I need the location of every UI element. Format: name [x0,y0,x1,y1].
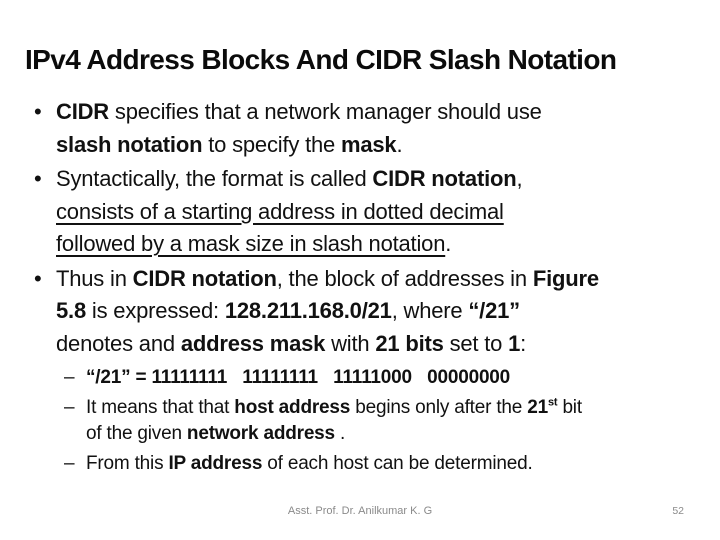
text-segment: 5.8 [56,298,86,323]
text-line: slash notation to specify the mask. [56,129,700,162]
text-segment: From this [86,453,169,474]
text-segment: CIDR notation [372,166,517,191]
text-segment: with [325,330,376,356]
text-segment: 21 bits [375,330,444,356]
text-segment: bit [557,397,582,418]
text-segment: address mask [180,330,326,356]
text-segment: . [396,131,403,157]
text-segment: set to [443,330,509,356]
text-segment: It means that that [86,397,235,418]
bullet-item: • Syntactically, the format is called CID… [30,163,700,261]
text-line: consists of a starting address in dotted… [56,196,700,229]
text-segment: begins only after the [350,397,528,418]
text-segment: st [547,396,558,409]
text-segment: . [334,423,346,444]
text-segment: CIDR [56,99,109,124]
text-segment: : [520,330,527,356]
text-segment: “/21” = 11111111 11111111 11111000 00000… [86,367,511,388]
slide-title: IPv4 Address Blocks And CIDR Slash Notat… [25,44,617,75]
text-segment: is expressed: [85,298,225,323]
text-segment: 128.211.168.0/21 [224,298,392,323]
dash-marker: – [64,367,75,388]
dash-marker: – [64,397,75,418]
text-segment: , where [391,298,469,323]
sub-bullet-item: –“/21” = 11111111 11111111 11111000 0000… [30,365,700,391]
sub-bullet-item: –It means that that host address begins … [30,395,700,447]
slide-body: • CIDR specifies that a network manager s… [30,96,700,481]
text-segment: , [516,166,523,191]
text-segment: of the given [86,423,187,444]
bullet-marker: • [34,166,42,191]
bullet-marker: • [34,99,42,124]
text-line: of the given network address . [86,421,700,447]
text-line: denotes and address mask with 21 bits se… [56,328,700,361]
text-segment: , the block of addresses in [276,265,533,291]
bullet-item: • CIDR specifies that a network manager s… [30,96,700,161]
text-segment: of each host can be determined. [262,453,533,474]
text-segment: denotes and [56,330,181,356]
text-segment: host address [234,397,351,418]
dash-marker: – [64,453,75,474]
text-line: followed by a mask size in slash notatio… [56,228,700,261]
text-segment: 1 [508,330,521,356]
text-segment: Syntactically, the format is called [56,166,373,191]
text-segment: consists of a starting address in dotted… [56,198,504,224]
footer-credit: Asst. Prof. Dr. Anilkumar K. G [287,505,433,517]
text-line: It means that that host address begins o… [86,395,700,421]
bullet-item: • Thus in CIDR notation, the block of add… [30,263,700,361]
text-segment: specifies that a network manager should … [108,99,542,124]
text-segment: “/21” [468,298,520,323]
text-segment: Figure [532,265,599,291]
text-segment: followed by a mask size in slash notatio… [56,231,446,256]
text-line: 5.8 is expressed: 128.211.168.0/21, wher… [56,295,700,328]
text-line: CIDR specifies that a network manager sh… [56,96,700,129]
text-segment: network address [186,423,335,444]
text-segment: mask [340,131,397,157]
page-number: 52 [672,505,684,517]
text-segment: Thus in [56,265,133,291]
text-segment: slash notation [56,131,203,157]
text-segment: 21 [527,397,548,418]
bullet-marker: • [34,265,42,291]
text-line: “/21” = 11111111 11111111 11111000 00000… [86,365,700,391]
text-segment: to specify the [202,131,341,157]
text-line: Syntactically, the format is called CIDR… [56,163,700,196]
text-line: Thus in CIDR notation, the block of addr… [56,263,700,296]
text-segment: CIDR notation [132,265,277,291]
text-line: From this IP address of each host can be… [86,451,700,477]
text-segment: . [445,231,452,256]
sub-bullet-item: –From this IP address of each host can b… [30,451,700,477]
text-segment: IP address [168,453,263,474]
